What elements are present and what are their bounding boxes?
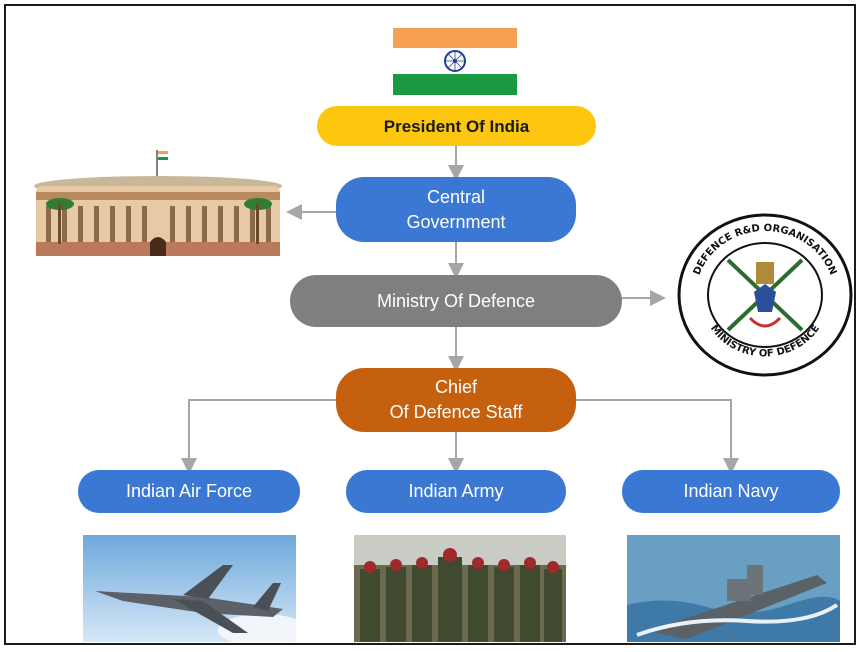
indian-navy-label: Indian Navy — [683, 481, 779, 501]
indian-air-force-node: Indian Air Force — [78, 470, 300, 513]
indian-navy-node: Indian Navy — [622, 470, 840, 513]
indian-air-force-label: Indian Air Force — [125, 481, 253, 501]
central-government-node: Central Government — [336, 177, 576, 242]
diagram-frame — [4, 4, 856, 645]
president-of-india-label: President Of India — [383, 116, 530, 136]
chief-of-defence-staff-label: Chief Of Defence Staff — [389, 377, 523, 422]
indian-army-label: Indian Army — [408, 481, 504, 501]
indian-army-node: Indian Army — [346, 470, 566, 513]
drdo-emblem-image: DEFENCE R&D ORGANISATION MINISTRY OF DEF… — [677, 213, 853, 377]
ministry-of-defence-label: Ministry Of Defence — [376, 290, 536, 311]
central-government-label: Central Government — [406, 186, 506, 232]
president-of-india-node: President Of India — [317, 106, 596, 146]
army-soldiers-image — [354, 535, 566, 642]
chief-of-defence-staff-node: Chief Of Defence Staff — [336, 368, 576, 432]
fighter-jet-image — [83, 535, 296, 642]
parliament-house-image — [34, 150, 282, 256]
indian-flag-icon — [393, 28, 517, 95]
navy-warship-image — [627, 535, 840, 642]
ministry-of-defence-node: Ministry Of Defence — [290, 275, 622, 327]
